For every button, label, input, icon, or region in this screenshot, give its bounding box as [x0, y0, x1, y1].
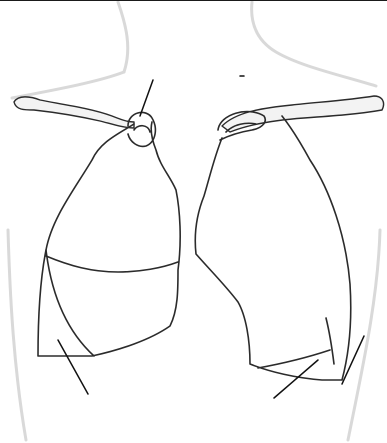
right-lung-outline	[195, 116, 350, 380]
pointer-lines	[58, 76, 364, 398]
left-torso-edge	[8, 230, 26, 440]
left-lung-horizontal-fissure	[46, 256, 178, 272]
left-lung-oblique-fissure	[46, 250, 94, 356]
torso-outline	[8, 2, 380, 440]
right-lung-oblique-fissure	[258, 350, 330, 368]
right-lung-lower-lobe-line	[326, 318, 334, 364]
clavicles	[14, 96, 384, 132]
neck-right-edge	[252, 2, 376, 86]
right-clavicle	[222, 96, 384, 132]
right-lung	[195, 116, 350, 380]
left-lung	[38, 122, 180, 356]
right-torso-edge	[348, 230, 380, 440]
left-first-rib-inner	[134, 126, 150, 132]
apex-pointer-line	[140, 80, 153, 116]
left-lung-outline	[38, 122, 180, 356]
left-shoulder-edge	[12, 72, 124, 98]
neck-left-edge	[118, 2, 128, 72]
left-clavicle	[14, 97, 134, 128]
top-border-line	[0, 0, 387, 1]
left-base-pointer-line	[58, 340, 88, 394]
